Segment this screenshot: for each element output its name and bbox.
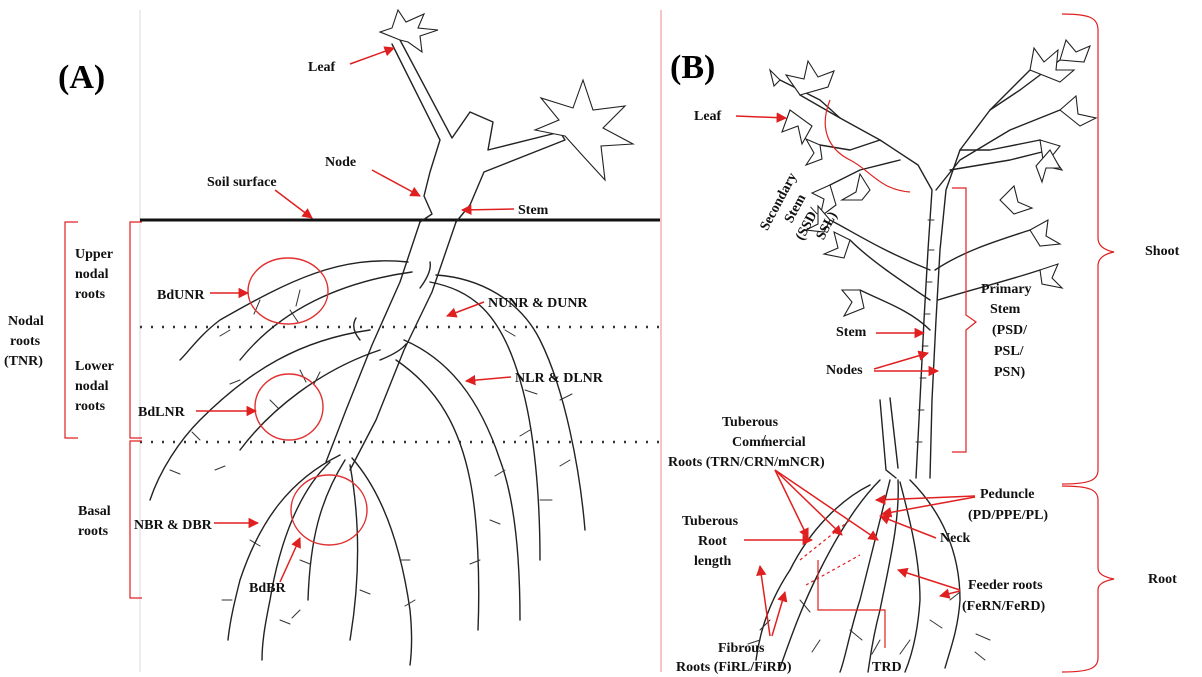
panel-a: (A) bbox=[4, 10, 660, 672]
label-primary-5: PSN) bbox=[994, 365, 1025, 380]
leaf-right-icon bbox=[535, 80, 633, 180]
label-tuberous-3: Commercial bbox=[732, 435, 806, 450]
label-stem-a: Stem bbox=[518, 203, 549, 218]
leaf-top-icon bbox=[380, 10, 438, 52]
root-bracket bbox=[1062, 486, 1114, 672]
label-trd: TRD bbox=[872, 660, 902, 675]
label-upper-3: roots bbox=[75, 287, 106, 302]
bdlnr-circle bbox=[255, 374, 323, 440]
label-node-a: Node bbox=[325, 155, 356, 170]
label-trl-2: Root bbox=[698, 534, 727, 549]
label-shoot: Shoot bbox=[1145, 244, 1180, 259]
label-leaf-a: Leaf bbox=[308, 60, 336, 75]
label-nbr-dbr: NBR & DBR bbox=[134, 518, 213, 533]
label-nodal-1: Nodal bbox=[8, 314, 44, 329]
leaf-b1-icon bbox=[786, 61, 834, 95]
primary-stem-bracket bbox=[952, 188, 976, 452]
label-lower-2: nodal bbox=[75, 379, 109, 394]
label-lower-3: roots bbox=[75, 399, 106, 414]
bdunr-circle bbox=[248, 258, 328, 324]
label-peduncle-2: (PD/PPE/PL) bbox=[968, 508, 1048, 523]
panel-a-roots bbox=[150, 222, 585, 665]
label-peduncle-1: Peduncle bbox=[980, 487, 1034, 502]
label-tuberous-4: Roots (TRN/CRN/mNCR) bbox=[668, 455, 825, 470]
label-nodal-2: roots bbox=[10, 334, 41, 349]
label-lower-1: Lower bbox=[75, 359, 114, 374]
label-primary-1: Primary bbox=[981, 282, 1032, 297]
label-basal-1: Basal bbox=[78, 504, 111, 519]
label-fibrous-2: Roots (FiRL/FiRD) bbox=[676, 660, 792, 675]
secondary-stem-bracket bbox=[825, 100, 910, 192]
label-neck: Neck bbox=[940, 531, 971, 546]
label-basal-2: roots bbox=[78, 524, 109, 539]
label-nodes: Nodes bbox=[826, 363, 863, 378]
panel-b-title: (B) bbox=[670, 49, 715, 86]
label-primary-3: (PSD/ bbox=[992, 323, 1028, 338]
label-fibrous-1: Fibrous bbox=[718, 641, 765, 656]
label-tuberous-1: Tuberous bbox=[722, 415, 779, 430]
panel-a-title: (A) bbox=[58, 59, 105, 96]
label-nodal-3: (TNR) bbox=[4, 354, 43, 369]
label-feeder-2: (FeRN/FeRD) bbox=[962, 599, 1046, 614]
label-stem-b: Stem bbox=[836, 325, 867, 340]
label-upper-1: Upper bbox=[75, 247, 113, 262]
label-nlr-dlnr: NLR & DLNR bbox=[515, 371, 604, 386]
panel-b: (B) bbox=[668, 14, 1180, 675]
label-leaf-b: Leaf bbox=[694, 109, 722, 124]
label-trl-3: length bbox=[694, 554, 732, 569]
label-primary-4: PSL/ bbox=[994, 344, 1025, 359]
panel-a-shoot bbox=[380, 10, 633, 222]
label-nunr-dunr: NUNR & DUNR bbox=[488, 296, 588, 311]
secondary-stem-label: Secondary Stem (SSD/ SSL) bbox=[758, 171, 849, 259]
label-soil-surface: Soil surface bbox=[207, 175, 277, 190]
shoot-bracket bbox=[1062, 14, 1114, 484]
label-root: Root bbox=[1148, 572, 1177, 587]
label-trl-1: Tuberous bbox=[682, 514, 739, 529]
label-bdunr: BdUNR bbox=[157, 288, 205, 303]
label-upper-2: nodal bbox=[75, 267, 109, 282]
label-bdlnr: BdLNR bbox=[138, 405, 186, 420]
panel-b-shoot bbox=[770, 40, 1096, 478]
label-bdbr: BdBR bbox=[249, 581, 286, 596]
label-feeder-1: Feeder roots bbox=[968, 578, 1043, 593]
label-primary-2: Stem bbox=[990, 302, 1021, 317]
panel-b-roots bbox=[748, 480, 990, 672]
